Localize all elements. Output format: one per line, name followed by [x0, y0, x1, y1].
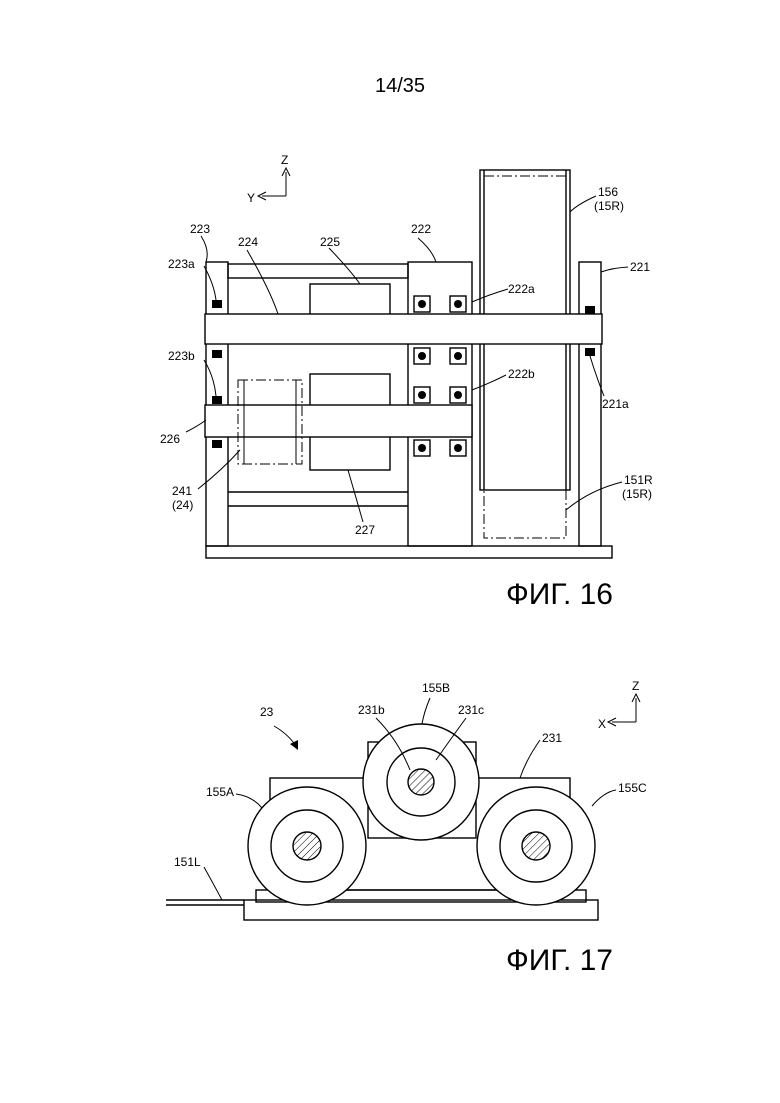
label-23: 23: [260, 705, 274, 719]
label-155a: 155A: [206, 785, 234, 799]
label-223b: 223b: [168, 349, 195, 363]
fig17-axis-indicator: Z X: [598, 679, 640, 731]
right-frame-221: [579, 262, 601, 546]
label-231b: 231b: [358, 703, 385, 717]
label-15r-bottom: (15R): [622, 487, 652, 501]
upper-shaft-224: [205, 314, 602, 344]
arrow-23: [274, 726, 298, 750]
label-222a: 222a: [508, 282, 535, 296]
label-223: 223: [190, 222, 210, 236]
label-221a: 221a: [602, 397, 629, 411]
label-224: 224: [238, 235, 258, 249]
fig17-axis-z: Z: [632, 679, 639, 693]
lower-shaft-226: [205, 405, 472, 437]
label-225: 225: [320, 235, 340, 249]
label-231: 231: [542, 731, 562, 745]
label-15r-top: (15R): [594, 199, 624, 213]
page-number: 14/35: [375, 75, 425, 97]
fig16-axis-indicator: Z Y: [247, 153, 290, 205]
wheel-155b: [363, 724, 479, 840]
label-156: 156: [598, 185, 618, 199]
block-225: [310, 284, 390, 316]
label-226: 226: [160, 432, 180, 446]
wheel-155a: [248, 787, 366, 905]
label-151l: 151L: [174, 855, 201, 869]
label-155c: 155C: [618, 781, 647, 795]
fig17-caption: ФИГ. 17: [506, 944, 613, 977]
label-221: 221: [630, 260, 650, 274]
fig16-caption: ФИГ. 16: [506, 578, 613, 611]
wheel-155c: [477, 787, 595, 905]
label-231c: 231c: [458, 703, 484, 717]
label-223a: 223a: [168, 257, 195, 271]
figure-17: Z X: [166, 679, 647, 977]
figure-16: Z Y: [160, 153, 653, 611]
fig16-axis-y: Y: [247, 191, 255, 205]
rail-151r-phantom: [484, 176, 566, 538]
fig16-axis-z: Z: [281, 153, 288, 167]
fig17-axis-x: X: [598, 717, 606, 731]
label-241: 241: [172, 484, 192, 498]
label-155b: 155B: [422, 681, 450, 695]
label-151r: 151R: [624, 473, 653, 487]
label-227: 227: [355, 523, 375, 537]
bearing-block-222: [408, 262, 472, 546]
label-222: 222: [411, 222, 431, 236]
top-frame-bar: [228, 264, 408, 278]
label-24: (24): [172, 498, 193, 512]
base-plate: [206, 546, 612, 558]
label-222b: 222b: [508, 367, 535, 381]
